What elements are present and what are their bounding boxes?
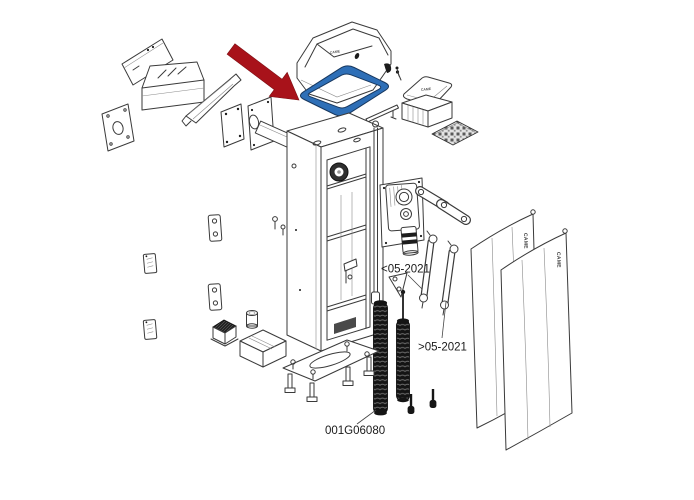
- came-logo-panel-rear: CAME: [522, 233, 529, 249]
- balance-spring-large: [373, 300, 388, 416]
- base-plate: [282, 339, 380, 402]
- cover-plate: [121, 38, 174, 86]
- accessory-box: [239, 329, 287, 368]
- cabinet-floor: [334, 317, 356, 334]
- label-part-number: 001G06080: [325, 425, 385, 437]
- channel-bracket: [181, 73, 242, 127]
- balance-spring-small: [396, 318, 410, 403]
- small-cylinder: [246, 310, 258, 329]
- lock-unit: [210, 319, 239, 347]
- spring-tension-rod: [371, 120, 380, 305]
- top-left-parts-group: [101, 38, 301, 152]
- came-logo-lid: CAME: [421, 87, 432, 92]
- circuit-board: [431, 120, 479, 146]
- annotations: <05-2021 >05-2021 001G06080: [325, 264, 467, 438]
- shaft-bearing: [329, 162, 349, 182]
- lock-cylinder-2: [142, 319, 158, 340]
- label-variant-after: >05-2021: [418, 342, 467, 354]
- anchor-bolts: [284, 341, 375, 402]
- control-box: [401, 94, 453, 128]
- cabinet-side-screws: [272, 216, 286, 236]
- door-hinge-1: [207, 214, 223, 242]
- left-small-parts: [142, 214, 287, 368]
- came-logo-panel-front: CAME: [555, 252, 562, 268]
- red-arrow: [226, 43, 300, 101]
- crank-arm: [415, 186, 471, 225]
- cabinet-body: [272, 112, 384, 352]
- label-variant-before: <05-2021: [381, 264, 430, 276]
- lid-screw: [395, 66, 399, 70]
- gearmotor: [379, 177, 425, 256]
- rear-cover-plate: [101, 103, 135, 152]
- lid-gasket-highlighted: [299, 65, 390, 117]
- door-panel-front: CAME: [500, 228, 573, 451]
- leader-part-number: [356, 409, 377, 425]
- spring-bolt-1: [407, 394, 415, 414]
- spring-bolt-2: [429, 389, 437, 408]
- gasket-fasteners: [384, 63, 402, 81]
- flange-plate: [220, 103, 245, 148]
- lock-cylinder-1: [142, 253, 158, 274]
- ball-joint-tie-rods: [419, 230, 459, 316]
- control-box-group: CAME: [395, 66, 479, 146]
- leader-variant-after: [441, 301, 447, 339]
- lamp-housing: [141, 61, 205, 111]
- release-knob: [400, 226, 419, 256]
- leader-variant-before: [407, 274, 423, 290]
- door-panels: CAME CAME: [470, 209, 573, 451]
- balance-springs: [373, 289, 437, 416]
- door-hinge-2: [207, 283, 223, 311]
- came-logo-cover: CAME: [329, 49, 340, 55]
